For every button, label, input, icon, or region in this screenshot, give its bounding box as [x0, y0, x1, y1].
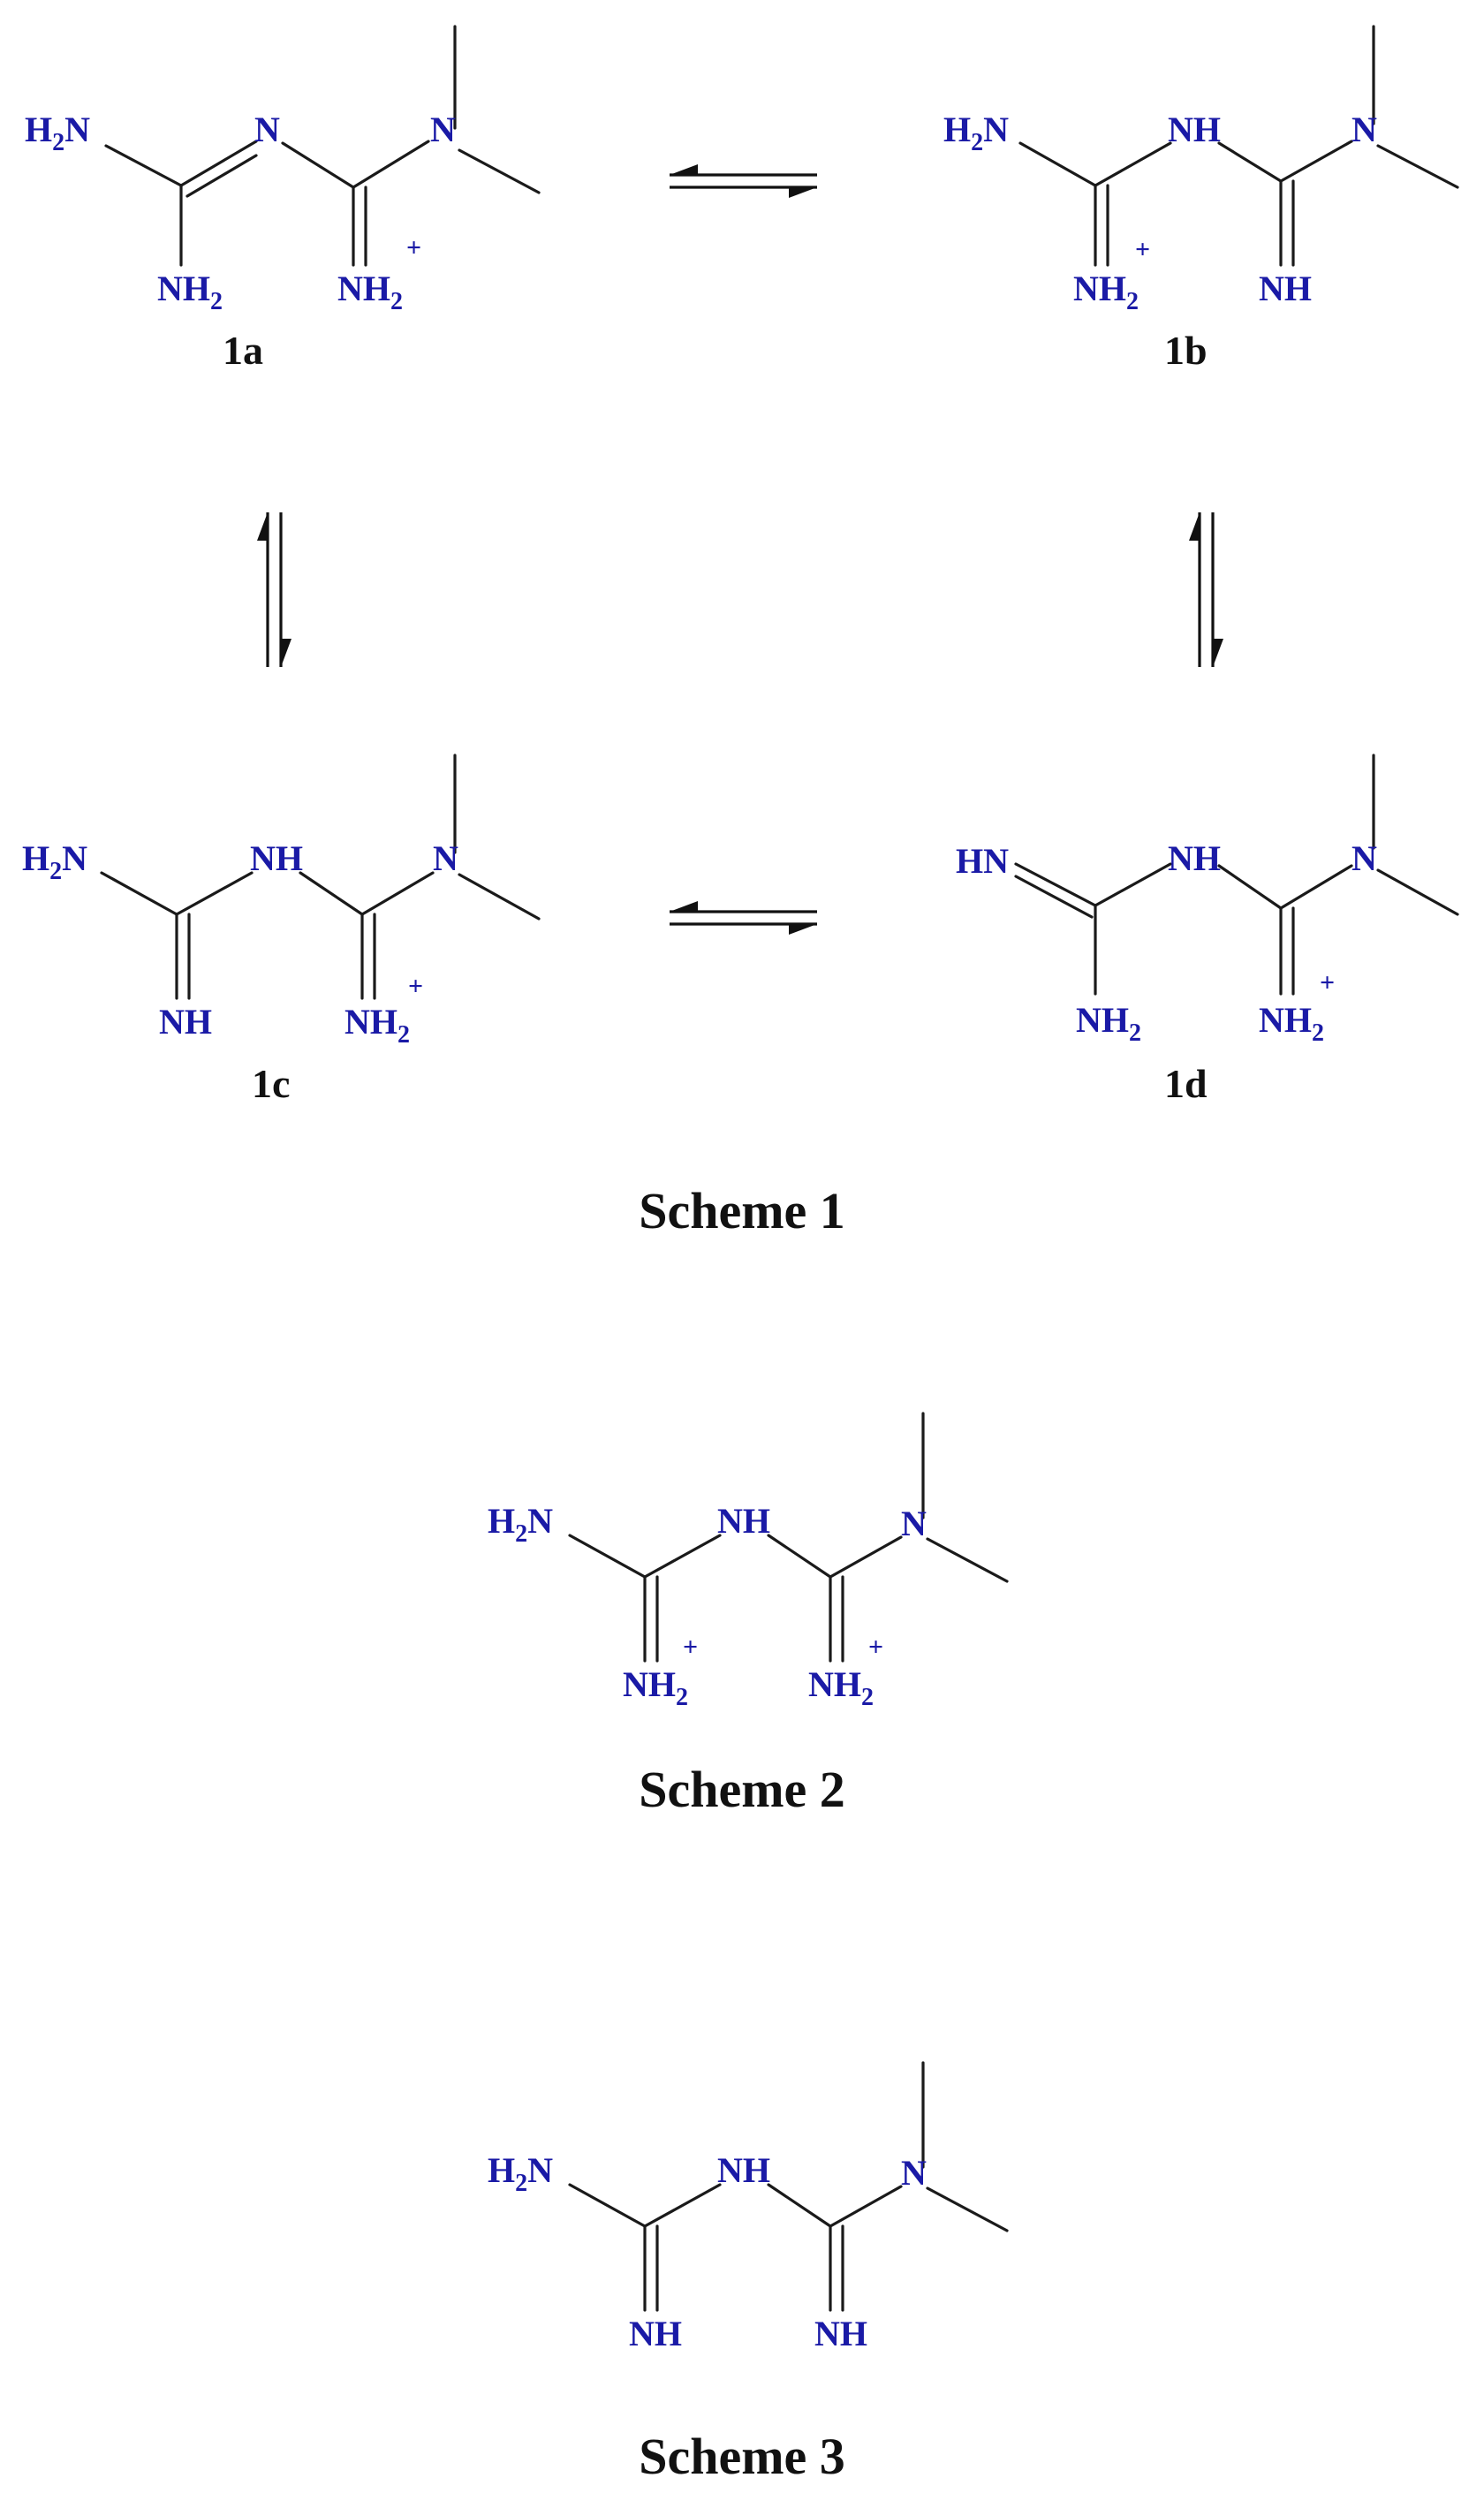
atom-nme2-1d: N	[1352, 838, 1377, 878]
atom-nh-1c: NH	[250, 838, 303, 878]
atom-nh-s2: NH	[717, 1501, 770, 1541]
atom-nh-imine-1c: NH	[159, 1002, 212, 1042]
atom-nh2plus-1d: NH2	[1259, 1000, 1324, 1047]
atom-nh-1b: NH	[1168, 110, 1221, 149]
charge-plus-1c: +	[408, 972, 423, 1001]
charge-plus-1b: +	[1135, 235, 1150, 264]
caption-scheme-2: Scheme 2	[639, 1761, 845, 1818]
charge-plus-right-s2: +	[868, 1633, 883, 1662]
charge-plus-left-s2: +	[683, 1633, 698, 1662]
atom-h2n-s3: H2N	[488, 2150, 553, 2197]
structure-scheme-3: H2N NH N NH NH	[488, 2061, 1009, 2353]
atom-nme2-1b: N	[1352, 110, 1377, 149]
atom-nh2-1a: NH2	[157, 269, 223, 315]
atom-hn-imine-1d: HN	[956, 841, 1009, 881]
label-1b: 1b	[1164, 328, 1208, 373]
structure-1d: HN NH N NH2 NH2 + 1d	[956, 754, 1459, 1106]
structure-scheme-2: H2N NH N NH2 + NH2 +	[488, 1412, 1009, 1711]
equilibrium-arrow-1c-1d	[670, 901, 817, 935]
label-1d: 1d	[1164, 1061, 1208, 1106]
caption-scheme-1: Scheme 1	[639, 1182, 845, 1239]
label-1c: 1c	[252, 1061, 290, 1106]
caption-scheme-3: Scheme 3	[639, 2428, 845, 2485]
charge-plus-1d: +	[1320, 968, 1335, 997]
atom-nh-1d: NH	[1168, 838, 1221, 878]
atom-h2n-1a: H2N	[25, 110, 90, 156]
atom-h2n-1b: H2N	[943, 110, 1009, 156]
atom-nh-imine-left-s3: NH	[629, 2314, 682, 2353]
atom-nh2plus-left-s2: NH2	[623, 1664, 688, 1711]
charge-plus-1a: +	[406, 233, 421, 262]
atom-nme2-s3: N	[901, 2153, 927, 2193]
structure-1a: H2N N N NH2 NH2 + 1a	[25, 25, 541, 373]
atom-nh2plus-1c: NH2	[344, 1002, 410, 1049]
atom-n-1a: N	[254, 110, 280, 149]
atom-nme2-1a: N	[430, 110, 456, 149]
atom-nh2plus-right-s2: NH2	[808, 1664, 874, 1711]
atom-nme2-s2: N	[901, 1504, 927, 1543]
equilibrium-arrow-1b-1d	[1189, 512, 1223, 667]
atom-nh2-1d: NH2	[1076, 1000, 1141, 1047]
atom-nme2-1c: N	[433, 838, 458, 878]
atom-nh-s3: NH	[717, 2150, 770, 2190]
atom-nh2plus-1b: NH2	[1073, 269, 1139, 315]
atom-h2n-1c: H2N	[22, 838, 87, 885]
equilibrium-arrow-1a-1c	[257, 512, 292, 667]
atom-nh2plus-1a: NH2	[337, 269, 403, 315]
structure-1c: H2N NH N NH NH2 + 1c	[22, 754, 541, 1106]
structure-1b: H2N NH N NH2 + NH 1b	[943, 25, 1459, 373]
atom-h2n-s2: H2N	[488, 1501, 553, 1548]
atom-nh-imine-1b: NH	[1259, 269, 1312, 308]
atom-nh-imine-right-s3: NH	[814, 2314, 867, 2353]
equilibrium-arrow-1a-1b	[670, 164, 817, 198]
label-1a: 1a	[223, 328, 263, 373]
